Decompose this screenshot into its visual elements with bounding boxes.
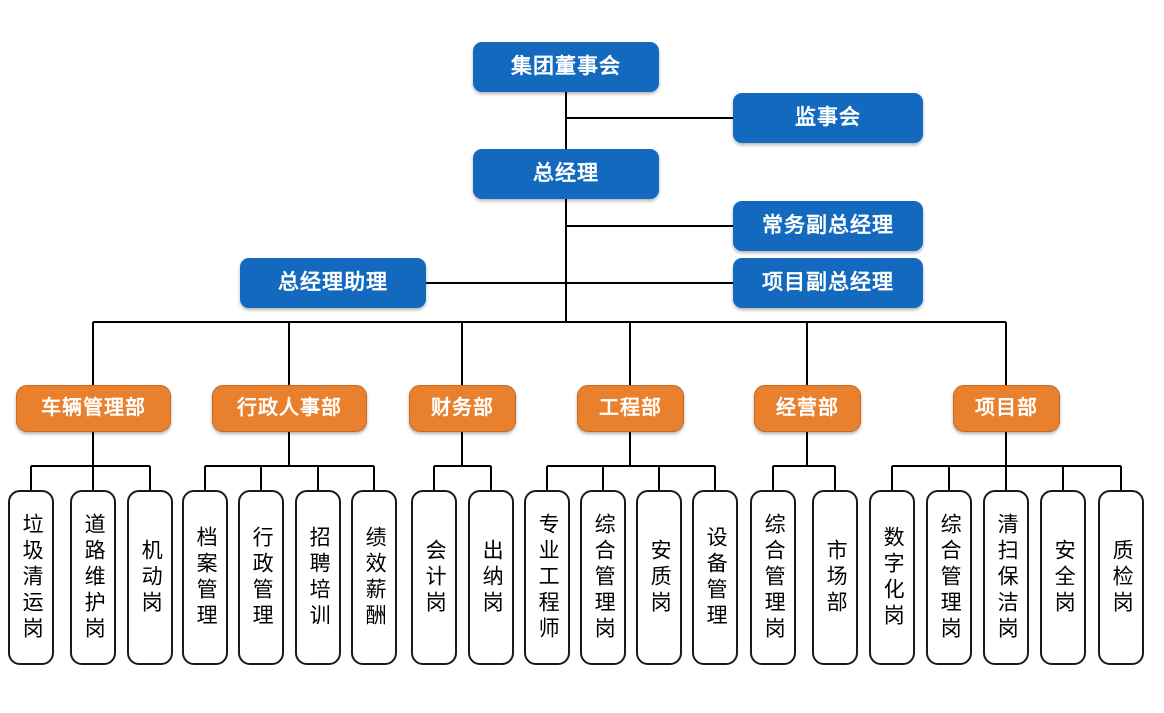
node-department-vehicle-management[interactable]: 车辆管理部 xyxy=(16,385,171,432)
leaf-label: 道路维护岗 xyxy=(82,512,106,643)
node-label: 总经理助理 xyxy=(278,270,388,294)
node-label: 财务部 xyxy=(431,397,494,419)
node-department-admin-hr[interactable]: 行政人事部 xyxy=(212,385,367,432)
node-position-accounting[interactable]: 会计岗 xyxy=(411,490,457,665)
leaf-label: 综合管理岗 xyxy=(938,512,962,643)
leaf-label: 垃圾清运岗 xyxy=(20,512,44,643)
node-label: 集团董事会 xyxy=(511,54,621,78)
leaf-label: 安质岗 xyxy=(648,538,672,617)
leaf-label: 质检岗 xyxy=(1110,538,1134,617)
node-label: 项目副总经理 xyxy=(762,270,894,294)
leaf-label: 档案管理 xyxy=(194,525,218,630)
node-department-engineering[interactable]: 工程部 xyxy=(577,385,684,432)
node-position-professional-engineer[interactable]: 专业工程师 xyxy=(524,490,570,665)
node-position-digitalization[interactable]: 数字化岗 xyxy=(869,490,915,665)
node-label: 常务副总经理 xyxy=(762,213,894,237)
leaf-label: 综合管理岗 xyxy=(592,512,616,643)
node-label: 总经理 xyxy=(533,161,599,185)
leaf-label: 综合管理岗 xyxy=(762,512,786,643)
node-position-cleaning-sanitation[interactable]: 清扫保洁岗 xyxy=(983,490,1029,665)
leaf-label: 会计岗 xyxy=(423,538,447,617)
leaf-label: 招聘培训 xyxy=(307,525,331,630)
leaf-label: 市场部 xyxy=(824,538,848,617)
node-position-mobile-unit[interactable]: 机动岗 xyxy=(127,490,173,665)
node-label: 项目部 xyxy=(975,397,1038,419)
node-position-administration[interactable]: 行政管理 xyxy=(238,490,284,665)
node-label: 行政人事部 xyxy=(237,397,342,419)
node-board-of-directors[interactable]: 集团董事会 xyxy=(473,42,659,92)
node-label: 工程部 xyxy=(599,397,662,419)
node-position-quality-inspection[interactable]: 质检岗 xyxy=(1098,490,1144,665)
leaf-label: 绩效薪酬 xyxy=(363,525,387,630)
node-department-finance[interactable]: 财务部 xyxy=(409,385,516,432)
node-position-safety[interactable]: 安全岗 xyxy=(1040,490,1086,665)
node-position-performance-compensation[interactable]: 绩效薪酬 xyxy=(351,490,397,665)
leaf-label: 专业工程师 xyxy=(536,512,560,643)
leaf-label: 数字化岗 xyxy=(881,525,905,630)
leaf-label: 出纳岗 xyxy=(480,538,504,617)
node-department-operations[interactable]: 经营部 xyxy=(754,385,861,432)
node-project-deputy-gm[interactable]: 项目副总经理 xyxy=(733,258,923,308)
node-position-marketing[interactable]: 市场部 xyxy=(812,490,858,665)
node-position-recruitment-training[interactable]: 招聘培训 xyxy=(295,490,341,665)
node-position-waste-transport[interactable]: 垃圾清运岗 xyxy=(8,490,54,665)
leaf-label: 机动岗 xyxy=(139,538,163,617)
node-department-project[interactable]: 项目部 xyxy=(953,385,1060,432)
node-position-operations-general-management[interactable]: 综合管理岗 xyxy=(750,490,796,665)
leaf-label: 清扫保洁岗 xyxy=(995,512,1019,643)
node-position-equipment-management[interactable]: 设备管理 xyxy=(692,490,738,665)
node-label: 经营部 xyxy=(776,397,839,419)
node-position-engineering-general-management[interactable]: 综合管理岗 xyxy=(580,490,626,665)
node-executive-deputy-gm[interactable]: 常务副总经理 xyxy=(733,201,923,251)
node-position-project-general-management[interactable]: 综合管理岗 xyxy=(926,490,972,665)
node-label: 监事会 xyxy=(795,105,861,129)
node-label: 车辆管理部 xyxy=(41,397,146,419)
leaf-label: 行政管理 xyxy=(250,525,274,630)
node-gm-assistant[interactable]: 总经理助理 xyxy=(240,258,426,308)
leaf-label: 设备管理 xyxy=(704,525,728,630)
leaf-label: 安全岗 xyxy=(1052,538,1076,617)
node-position-safety-quality[interactable]: 安质岗 xyxy=(636,490,682,665)
node-general-manager[interactable]: 总经理 xyxy=(473,149,659,199)
node-supervisory-board[interactable]: 监事会 xyxy=(733,93,923,143)
node-position-cashier[interactable]: 出纳岗 xyxy=(468,490,514,665)
node-position-records-management[interactable]: 档案管理 xyxy=(182,490,228,665)
node-position-road-maintenance[interactable]: 道路维护岗 xyxy=(70,490,116,665)
